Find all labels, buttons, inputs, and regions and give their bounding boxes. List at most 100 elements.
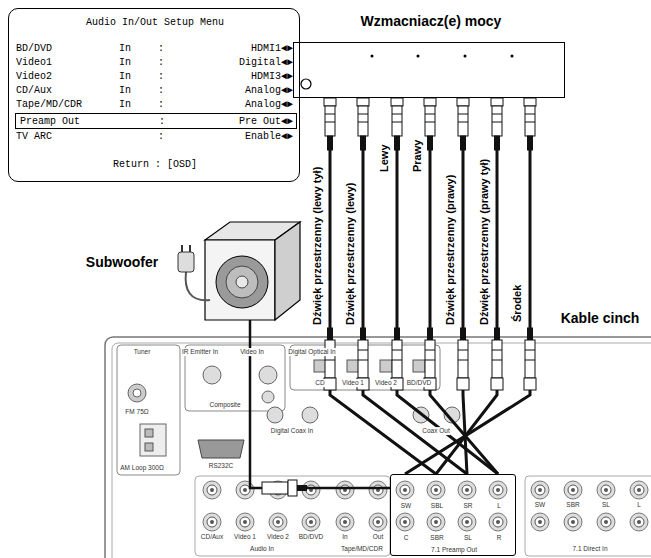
subwoofer-cable — [250, 320, 390, 488]
panel-label: Video 2 — [266, 533, 290, 541]
menu-text: In — [119, 71, 131, 83]
rca-plug — [524, 378, 536, 390]
rca-jack — [240, 485, 250, 495]
menu-text: Audio In/Out Setup Menu — [86, 17, 224, 29]
cable-label: Prawy — [411, 140, 424, 172]
rca-jack — [604, 488, 608, 492]
rca-plug — [525, 340, 535, 378]
rca-jack — [630, 481, 648, 499]
composite-jack — [262, 391, 274, 403]
rca-jack — [462, 517, 472, 527]
rca-jack — [601, 517, 611, 527]
menu-text: HDMI3◄► — [251, 71, 293, 83]
plug-ring — [358, 360, 368, 361]
rca-jack — [496, 488, 500, 492]
indicator-dot — [371, 55, 374, 58]
rca-jack — [396, 513, 414, 531]
rca-jack — [210, 520, 214, 524]
panel-label: Out — [372, 533, 384, 541]
plug-ring — [392, 350, 402, 351]
rca-jack — [465, 520, 469, 524]
am-terminal — [140, 424, 166, 456]
rca-plug — [495, 328, 500, 340]
panel-label: BD/DVD — [406, 379, 433, 387]
power-amplifier: Wzmacniacz(e) mocy — [293, 42, 565, 98]
heading: Subwoofer — [86, 254, 158, 271]
plug-ring — [525, 122, 535, 123]
rca-plug — [361, 328, 366, 340]
plug-ring — [392, 114, 402, 115]
plug-ring — [358, 122, 368, 123]
subwoofer-side — [275, 222, 300, 320]
rca-jack — [236, 481, 254, 499]
rca-jack — [634, 517, 644, 527]
rca-jack — [207, 485, 217, 495]
menu-text: Pre Out◄► — [239, 116, 293, 128]
rca-cable — [330, 98, 436, 474]
rca-plug — [288, 480, 297, 496]
panel-label: Coax Out — [421, 427, 450, 435]
plug-ring — [425, 350, 435, 351]
rca-plug — [328, 136, 333, 150]
rca-plug — [528, 328, 533, 340]
menu-text: : — [158, 43, 164, 55]
rca-plug — [361, 136, 366, 150]
selected-row: Preamp Out:Pre Out◄► — [15, 113, 297, 129]
rca-cable — [430, 98, 498, 474]
menu-text: In — [119, 43, 131, 55]
panel-label: SW — [534, 501, 546, 509]
rca-jack — [343, 520, 347, 524]
rca-plug — [457, 378, 469, 390]
rca-jack — [396, 481, 414, 499]
speaker-cone — [216, 256, 268, 308]
plug-ring — [425, 114, 435, 115]
preamp-out-section: SWSBLSRLCSBRSLR7.1 Preamp Out — [390, 474, 516, 556]
rca-cable — [463, 98, 467, 474]
rca-jack — [538, 520, 542, 524]
rca-jack — [489, 481, 507, 499]
rca-plug — [428, 328, 433, 340]
rca-plug — [491, 98, 503, 106]
rca-jack — [400, 485, 410, 495]
rca-plug — [391, 98, 403, 106]
panel-label: RS232C — [208, 462, 235, 470]
menu-text: : — [158, 99, 164, 111]
rca-plug — [525, 106, 535, 136]
rca-jack — [207, 517, 217, 527]
rca-plug — [325, 106, 335, 136]
rca-jack — [431, 485, 441, 495]
rca-jack — [493, 517, 503, 527]
menu-text: Analog◄► — [245, 99, 293, 111]
rca-cable — [405, 98, 530, 474]
rca-jack — [431, 517, 441, 527]
cable-caption: Kable cinch — [561, 310, 640, 326]
fm-jack — [128, 384, 146, 402]
rca-plug — [458, 340, 468, 378]
rca-jack — [634, 485, 644, 495]
panel-label: L — [496, 502, 502, 510]
panel-label: SR — [462, 502, 473, 510]
menu-text: Analog◄► — [245, 85, 293, 97]
rca-plug — [461, 136, 466, 150]
plug-ring — [425, 360, 435, 361]
rca-jack — [564, 513, 582, 531]
panel-label: FM 75Ω — [124, 408, 149, 416]
rca-jack — [276, 520, 280, 524]
menu-text: : — [158, 131, 164, 143]
plug-ring — [392, 122, 402, 123]
menu-text: CD/Aux — [16, 85, 52, 97]
rca-jack — [306, 485, 316, 495]
panel-label: Composite — [208, 401, 241, 409]
rca-jack — [568, 485, 578, 495]
menu-text: Tape/MD/CDR — [16, 99, 82, 111]
plug-ring — [492, 360, 502, 361]
rca-jack — [458, 481, 476, 499]
rca-jack — [531, 513, 549, 531]
panel-label: Video 1 — [233, 533, 257, 541]
power-cord — [186, 272, 210, 300]
rca-jack — [462, 485, 472, 495]
rca-jack — [306, 517, 316, 527]
panel-label: IR Emitter In — [181, 348, 219, 356]
rca-plug — [262, 482, 288, 494]
menu-text: TV ARC — [16, 131, 52, 143]
